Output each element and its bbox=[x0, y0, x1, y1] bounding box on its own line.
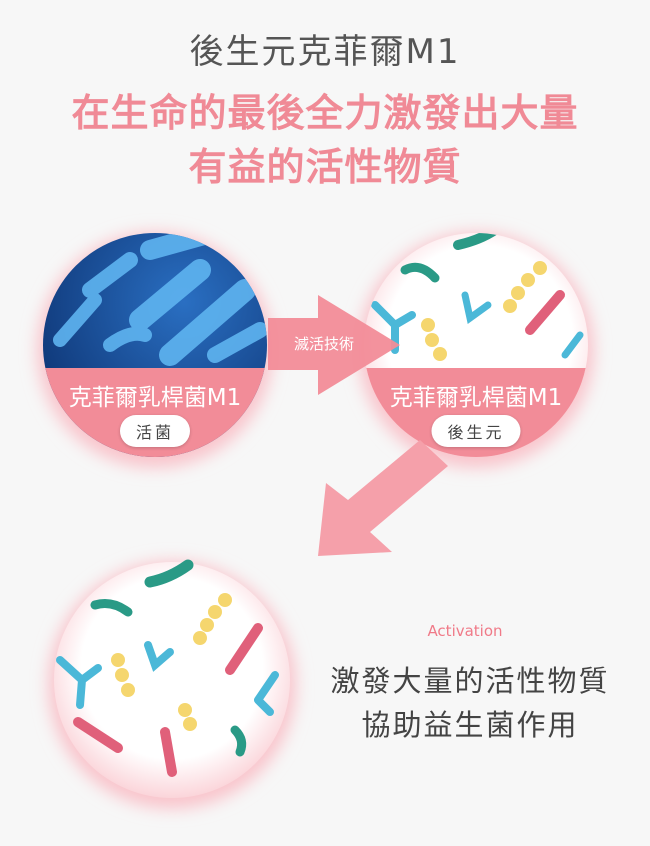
post-strain-label: 克菲爾乳桿菌M1 bbox=[389, 385, 563, 411]
headline-line-2: 有益的活性物質 bbox=[188, 145, 462, 189]
activation-line-2: 協助益生菌作用 bbox=[361, 708, 579, 742]
inactivation-label: 滅活技術 bbox=[294, 335, 355, 353]
activation-eyebrow: Activation bbox=[427, 622, 503, 640]
post-badge: 後生元 bbox=[431, 415, 521, 447]
arrow-down-left-icon bbox=[318, 440, 448, 556]
activation-line-1: 激發大量的活性物質 bbox=[330, 664, 610, 698]
live-badge: 活菌 bbox=[119, 415, 191, 447]
live-strain-label: 克菲爾乳桿菌M1 bbox=[68, 385, 242, 411]
headline-line-1: 在生命的最後全力激發出大量 bbox=[71, 91, 579, 135]
page-title: 後生元克菲爾M1 bbox=[189, 32, 461, 72]
activation-circle bbox=[54, 559, 290, 798]
arrow-right-icon bbox=[268, 295, 400, 395]
